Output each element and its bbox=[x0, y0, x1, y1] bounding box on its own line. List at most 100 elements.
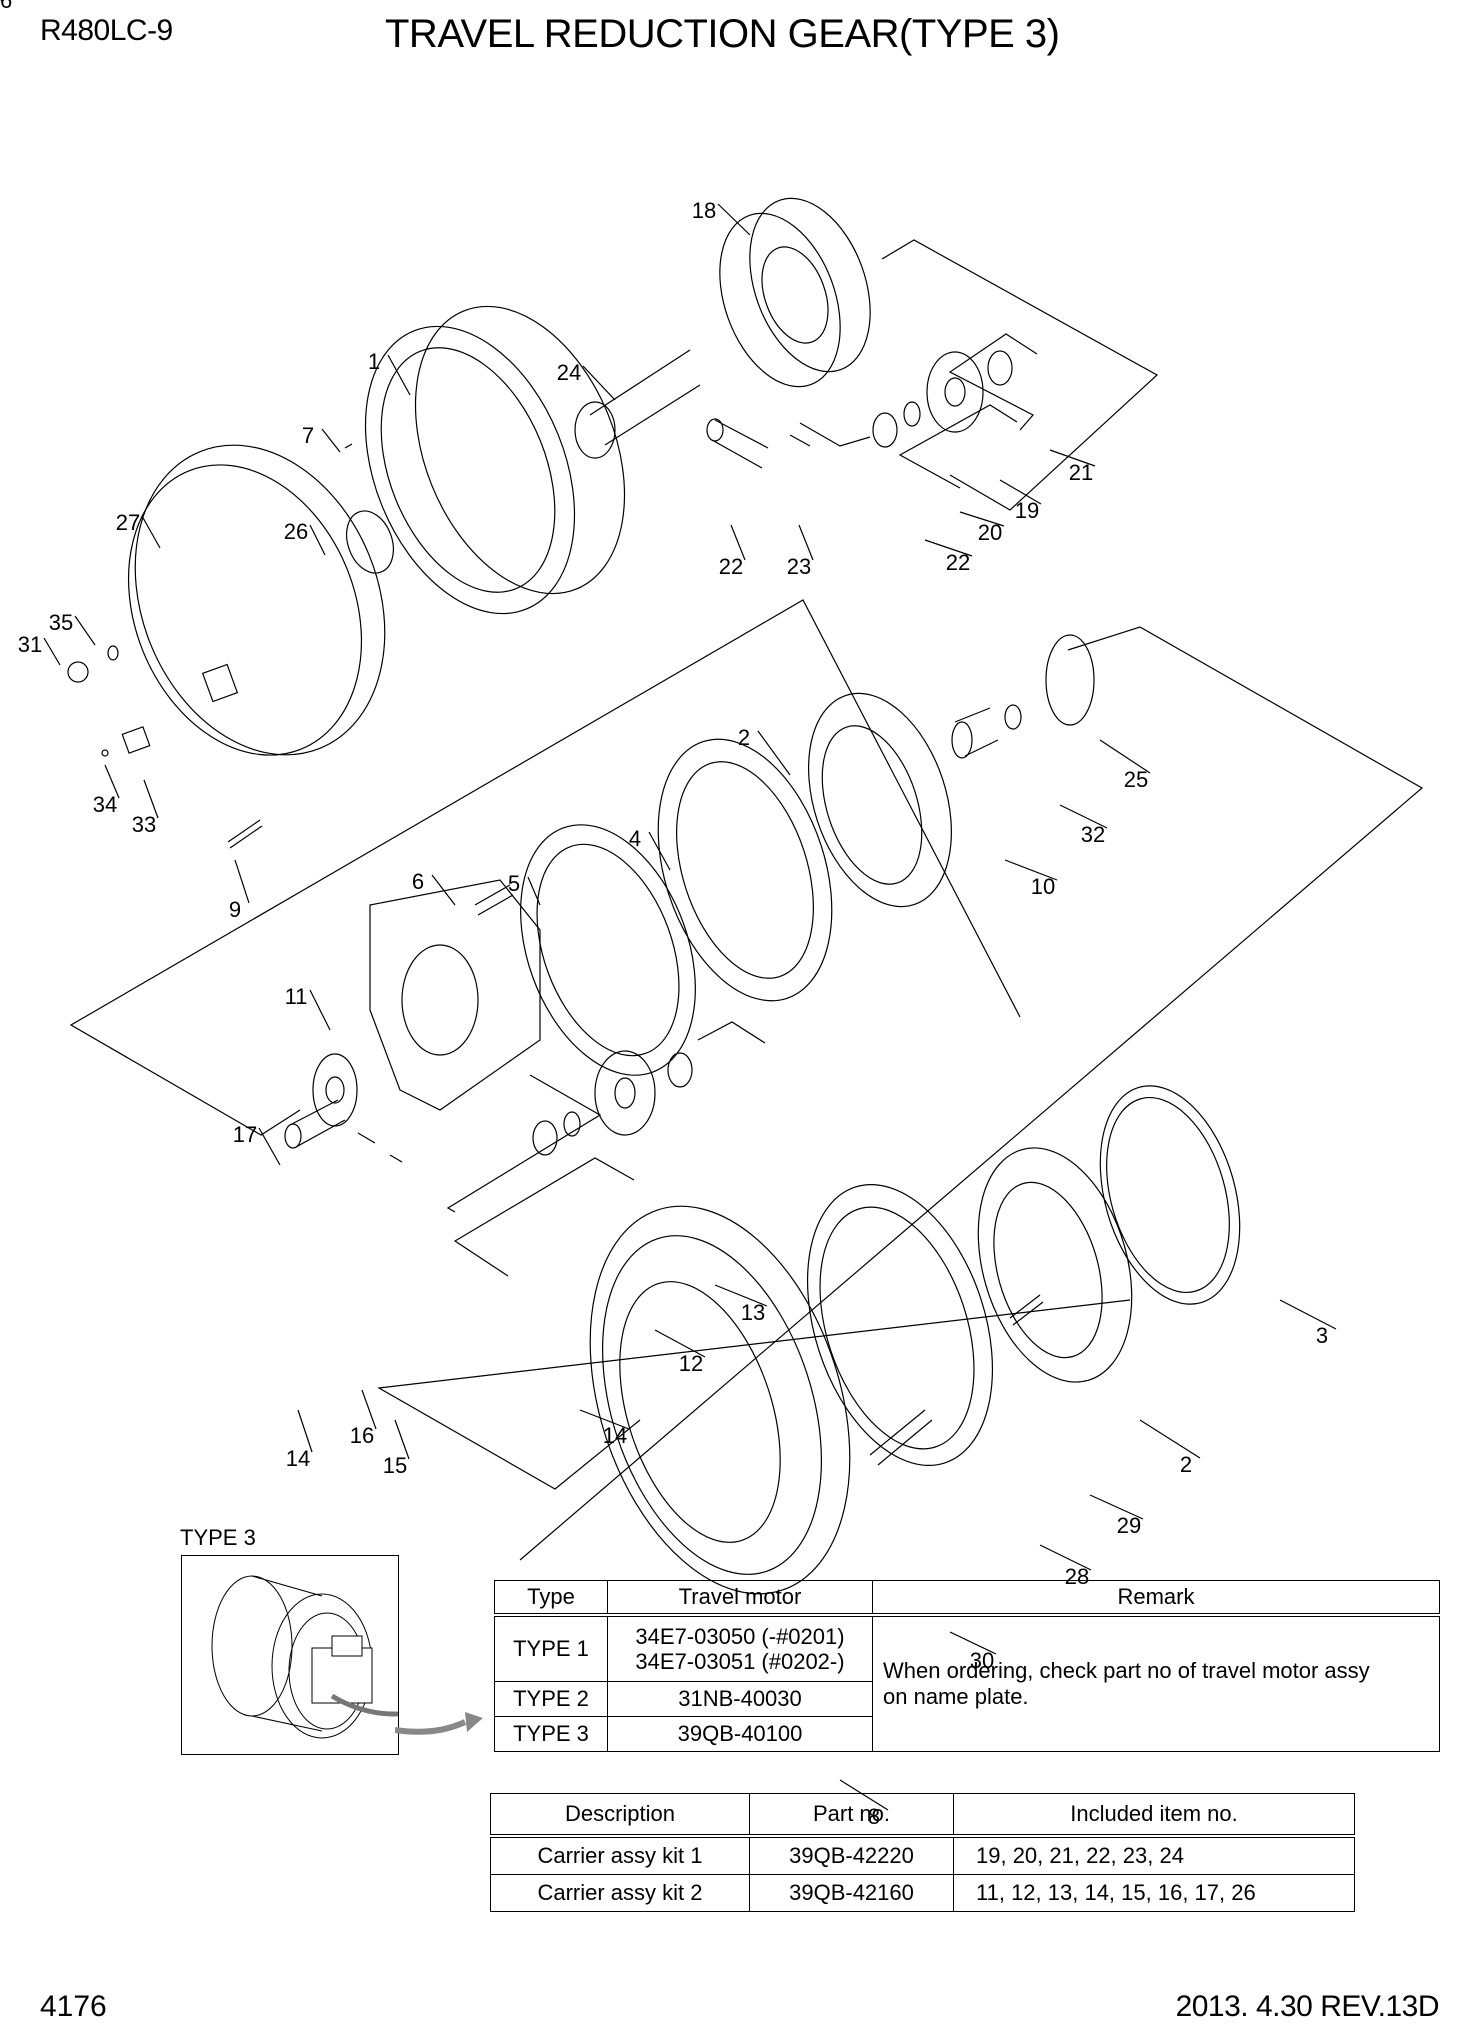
carrier-kit-table: Description Part no. Included item no. C… bbox=[490, 1793, 1355, 1912]
leader-line-18 bbox=[717, 203, 751, 236]
snap-ring-33 bbox=[1004, 704, 1022, 730]
floating-seal-3 bbox=[1099, 1085, 1241, 1305]
leader-line-15 bbox=[394, 1419, 410, 1460]
part-label-2: 2 bbox=[738, 725, 750, 750]
bracket-line bbox=[898, 404, 1018, 489]
carrier-19-front bbox=[719, 212, 841, 388]
assembly-bracket-lines bbox=[69, 239, 1424, 1561]
remark-cell: When ordering, check part no of travel m… bbox=[872, 1614, 1440, 1752]
spring-pin-24 bbox=[789, 434, 811, 447]
carrier-19-bore bbox=[761, 246, 829, 344]
table-row: TYPE 1 34E7-03050 (-#0201) 34E7-03051 (#… bbox=[494, 1614, 1440, 1752]
leader-line-12 bbox=[654, 1329, 706, 1358]
planet-gear-12 bbox=[594, 1050, 656, 1136]
part-label-17: 17 bbox=[233, 1122, 257, 1147]
part-label-9: 9 bbox=[229, 897, 241, 922]
part-label-34: 34 bbox=[93, 792, 117, 817]
col-header-travel-motor: Travel motor bbox=[607, 1580, 873, 1617]
leader-line-5 bbox=[527, 876, 541, 906]
leader-line-2 bbox=[757, 730, 791, 776]
bracket-line bbox=[881, 239, 1159, 511]
leader-line-17 bbox=[258, 1127, 281, 1166]
spring-pin-17 bbox=[357, 1132, 376, 1144]
leader-line-22 bbox=[924, 539, 973, 557]
part-label-32: 32 bbox=[1081, 822, 1105, 847]
remark-line: When ordering, check part no of travel m… bbox=[883, 1657, 1370, 1683]
leader-line-11 bbox=[309, 989, 331, 1031]
washer-22-lower bbox=[872, 412, 898, 448]
coupling-10 bbox=[954, 707, 999, 757]
leader-line-1 bbox=[387, 354, 411, 396]
shim-29-inner bbox=[819, 1206, 975, 1450]
leader-line-4 bbox=[648, 831, 671, 871]
part-label-7: 7 bbox=[302, 423, 314, 448]
leader-line-24 bbox=[582, 365, 616, 401]
housing-8-outer bbox=[589, 1205, 851, 1595]
part-label-26: 26 bbox=[284, 519, 308, 544]
part-label-4: 4 bbox=[629, 826, 641, 851]
leader-line-6 bbox=[431, 874, 456, 906]
leader-line-25 bbox=[1099, 739, 1151, 774]
o-ring-36 bbox=[107, 645, 119, 661]
part-label-14: 14 bbox=[286, 1446, 310, 1471]
motor-valve-top bbox=[331, 1635, 363, 1657]
part-label-31: 31 bbox=[18, 632, 42, 657]
bracket-line bbox=[697, 1021, 766, 1044]
part-label-11: 11 bbox=[285, 984, 308, 1009]
table-row: Carrier assy kit 2 39QB-42160 11, 12, 13… bbox=[490, 1874, 1355, 1912]
bearing-2-lower-inner bbox=[993, 1181, 1103, 1359]
leader-line-10 bbox=[1004, 859, 1058, 881]
description-cell: Carrier assy kit 1 bbox=[490, 1835, 750, 1875]
part-label-22: 22 bbox=[946, 550, 970, 575]
leader-line-23 bbox=[798, 524, 814, 561]
bolt-9 bbox=[227, 819, 263, 849]
motor-valve-block bbox=[311, 1647, 373, 1704]
leader-line-9 bbox=[234, 859, 250, 904]
sun-gear-25 bbox=[574, 401, 616, 459]
part-no-cell: 39QB-42220 bbox=[749, 1835, 954, 1875]
part-label-27: 27 bbox=[116, 510, 140, 535]
ring-gear-teeth bbox=[380, 347, 556, 593]
rivet-35 bbox=[101, 749, 109, 757]
washer-22-upper bbox=[987, 350, 1013, 386]
revision-date: 2013. 4.30 REV.13D bbox=[1175, 1990, 1440, 2023]
bearing-2-inner bbox=[821, 725, 923, 885]
part-label-16: 16 bbox=[350, 1423, 374, 1448]
leader-line-28 bbox=[1039, 1544, 1092, 1571]
motor-part-number: 34E7-03050 (-#0201) bbox=[635, 1623, 845, 1649]
carrier-11 bbox=[369, 879, 541, 1111]
plate-5-inner bbox=[536, 843, 680, 1057]
plug-32 bbox=[67, 661, 89, 683]
pin-7 bbox=[344, 443, 353, 449]
leader-line-33 bbox=[143, 779, 159, 819]
ring-gear-back bbox=[414, 305, 626, 595]
bearing-2-lower-outer bbox=[977, 1147, 1133, 1383]
travel-motor-inset-image bbox=[181, 1555, 438, 1755]
col-header-type: Type bbox=[494, 1580, 608, 1617]
page-number: 4176 bbox=[40, 1990, 107, 2023]
leader-line-14 bbox=[297, 1409, 313, 1453]
page-title: TRAVEL REDUCTION GEAR(TYPE 3) bbox=[385, 12, 1060, 56]
needle-bearing-21 bbox=[903, 401, 921, 427]
bearing-2-outer bbox=[808, 692, 952, 908]
bracket-line bbox=[446, 1074, 602, 1213]
part-label-5: 5 bbox=[508, 871, 520, 896]
housing-8-flange bbox=[601, 1235, 823, 1575]
type-cell: TYPE 1 bbox=[494, 1614, 608, 1682]
part-label-14: 14 bbox=[603, 1423, 627, 1448]
part-label-36: 36 bbox=[0, 0, 12, 13]
pin-15 bbox=[289, 1099, 346, 1148]
leader-line-20 bbox=[959, 511, 1005, 527]
planet-gear-12-bore bbox=[614, 1077, 636, 1109]
leader-line-13 bbox=[714, 1284, 768, 1307]
leader-line-31 bbox=[43, 637, 61, 666]
arrow-head-icon bbox=[395, 1712, 483, 1735]
bolt-31 bbox=[869, 1409, 933, 1466]
part-label-19: 19 bbox=[1015, 498, 1039, 523]
planet-gear-20-bore bbox=[944, 377, 966, 407]
bracket-line bbox=[948, 333, 1038, 431]
washer-14-upper bbox=[667, 1052, 693, 1088]
cap-27 bbox=[346, 510, 394, 574]
bracket-line bbox=[69, 599, 1021, 1136]
leader-line-21 bbox=[1049, 449, 1096, 467]
